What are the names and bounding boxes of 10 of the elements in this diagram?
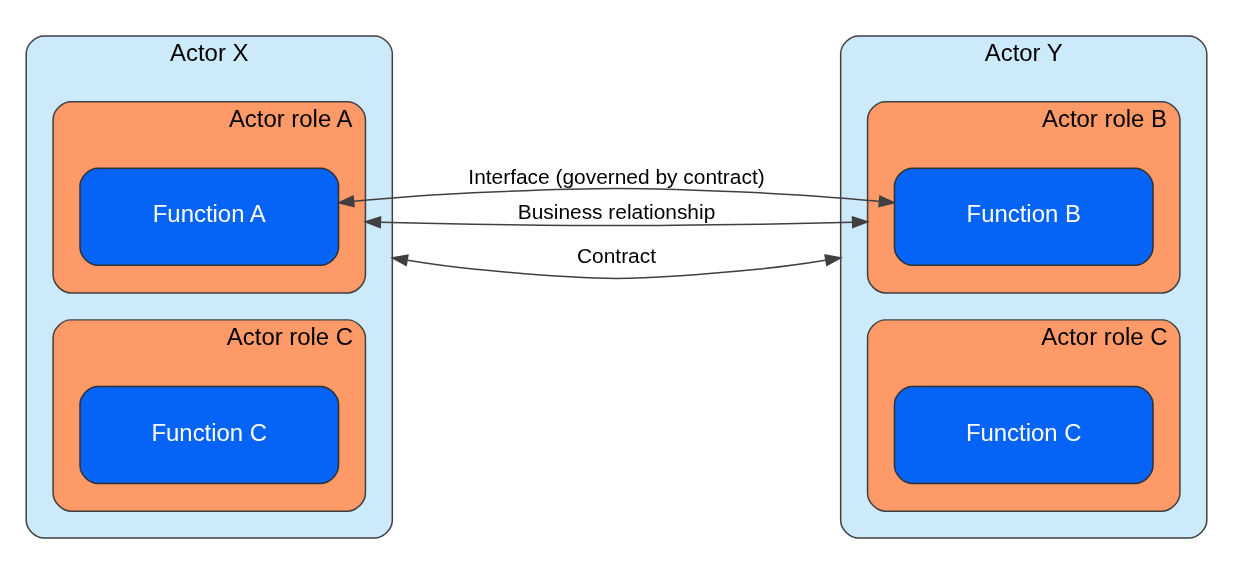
edge-label: Business relationship xyxy=(517,199,716,223)
node-box: Function C xyxy=(893,385,1154,485)
node-box: Function A xyxy=(79,167,340,267)
edge-label: Interface (governed by contract) xyxy=(468,165,765,189)
arrow xyxy=(336,187,897,208)
node-box: Function C xyxy=(79,385,340,485)
arrow xyxy=(363,216,870,229)
node-box: Function B xyxy=(893,167,1154,267)
arrow xyxy=(390,254,843,280)
edge-label: Contract xyxy=(576,244,657,268)
